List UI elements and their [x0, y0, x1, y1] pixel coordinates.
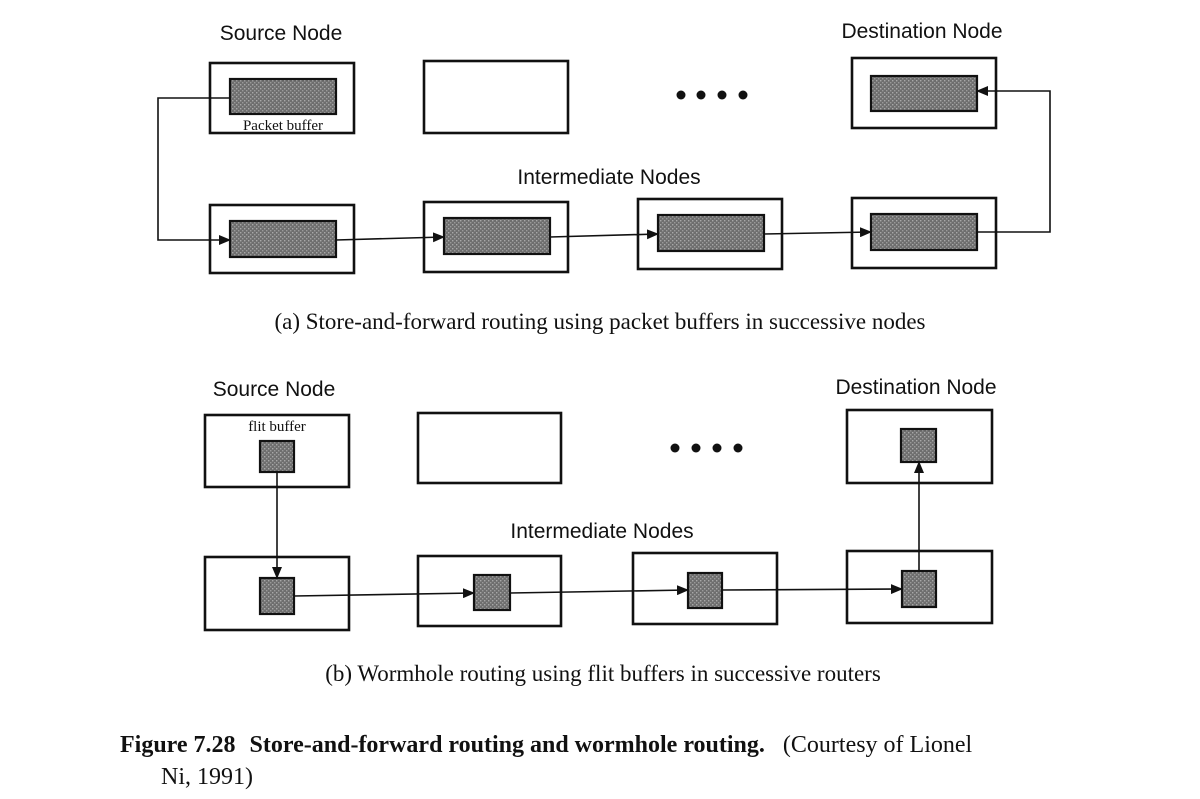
panel-a-destination-packet-buffer	[869, 74, 979, 113]
panel-b-intermediate-flit-buffer-3	[686, 571, 724, 610]
panel-a-intermediate-packet-buffer-2	[442, 216, 552, 256]
panel-a-intermediate-label: Intermediate Nodes	[517, 166, 700, 189]
panel-a-link-node4-to-destination	[976, 86, 1051, 233]
panel-a: Source Node Destination Node Intermediat…	[157, 20, 1051, 334]
figure-title: Store-and-forward routing and wormhole r…	[250, 732, 765, 758]
panel-a-source-label: Source Node	[220, 22, 343, 45]
panel-a-ellipsis-dot	[717, 90, 727, 100]
panel-b-source-flit-buffer	[258, 439, 296, 474]
panel-a-intermediate-packet-buffer-1	[228, 219, 338, 259]
panel-a-ellipsis-dot	[676, 90, 686, 100]
panel-a-intermediate-packet-buffer-3	[656, 213, 766, 253]
panel-b-link-node1-to-node2	[293, 588, 475, 599]
panel-a-empty-node	[422, 59, 570, 135]
panel-b-empty-node	[416, 411, 563, 485]
panel-b-intermediate-label: Intermediate Nodes	[510, 520, 693, 543]
figure-caption: Figure 7.28 Store-and-forward routing an…	[120, 732, 973, 790]
panel-b-ellipsis	[670, 443, 743, 453]
panel-a-destination-label: Destination Node	[841, 20, 1002, 43]
panel-b-intermediate-flit-buffer-2	[472, 573, 512, 612]
panel-a-link-node2-to-node3	[549, 229, 659, 240]
panel-b-destination-flit-buffer	[899, 427, 938, 464]
panel-b-link-node3-to-node4	[721, 584, 903, 595]
panel-b-ellipsis-dot	[691, 443, 701, 453]
figure-credit-line2: Ni, 1991)	[161, 764, 253, 790]
panel-a-ellipsis-dot	[738, 90, 748, 100]
panel-a-caption: (a) Store-and-forward routing using pack…	[274, 309, 925, 334]
panel-b-flit-buffer-label: flit buffer	[248, 419, 306, 435]
panel-a-source-packet-buffer	[228, 77, 338, 116]
panel-b-intermediate-flit-buffer-1	[258, 576, 296, 616]
figure-credit-line1: (Courtesy of Lionel	[783, 732, 973, 758]
panel-b-link-node2-to-node3	[509, 585, 689, 596]
panel-b-caption: (b) Wormhole routing using flit buffers …	[325, 661, 881, 686]
panel-a-link-node3-to-node4	[763, 227, 872, 238]
panel-b: Source Node Destination Node Intermediat…	[203, 376, 997, 686]
panel-a-ellipsis-dot	[696, 90, 706, 100]
panel-b-destination-label: Destination Node	[835, 376, 996, 399]
figure-caption-line1: Figure 7.28 Store-and-forward routing an…	[120, 732, 973, 758]
panel-b-source-label: Source Node	[213, 378, 336, 401]
panel-b-ellipsis-dot	[733, 443, 743, 453]
panel-a-packet-buffer-label: Packet buffer	[243, 118, 323, 134]
figure-number: Figure 7.28	[120, 732, 236, 758]
panel-a-ellipsis	[676, 90, 748, 100]
panel-b-ellipsis-dot	[712, 443, 722, 453]
panel-a-intermediate-packet-buffer-4	[869, 212, 979, 252]
panel-b-ellipsis-dot	[670, 443, 680, 453]
panel-a-link-node1-to-node2	[335, 232, 445, 243]
panel-b-intermediate-flit-buffer-4	[900, 569, 938, 609]
panel-a-link-source-to-node1	[157, 97, 231, 245]
